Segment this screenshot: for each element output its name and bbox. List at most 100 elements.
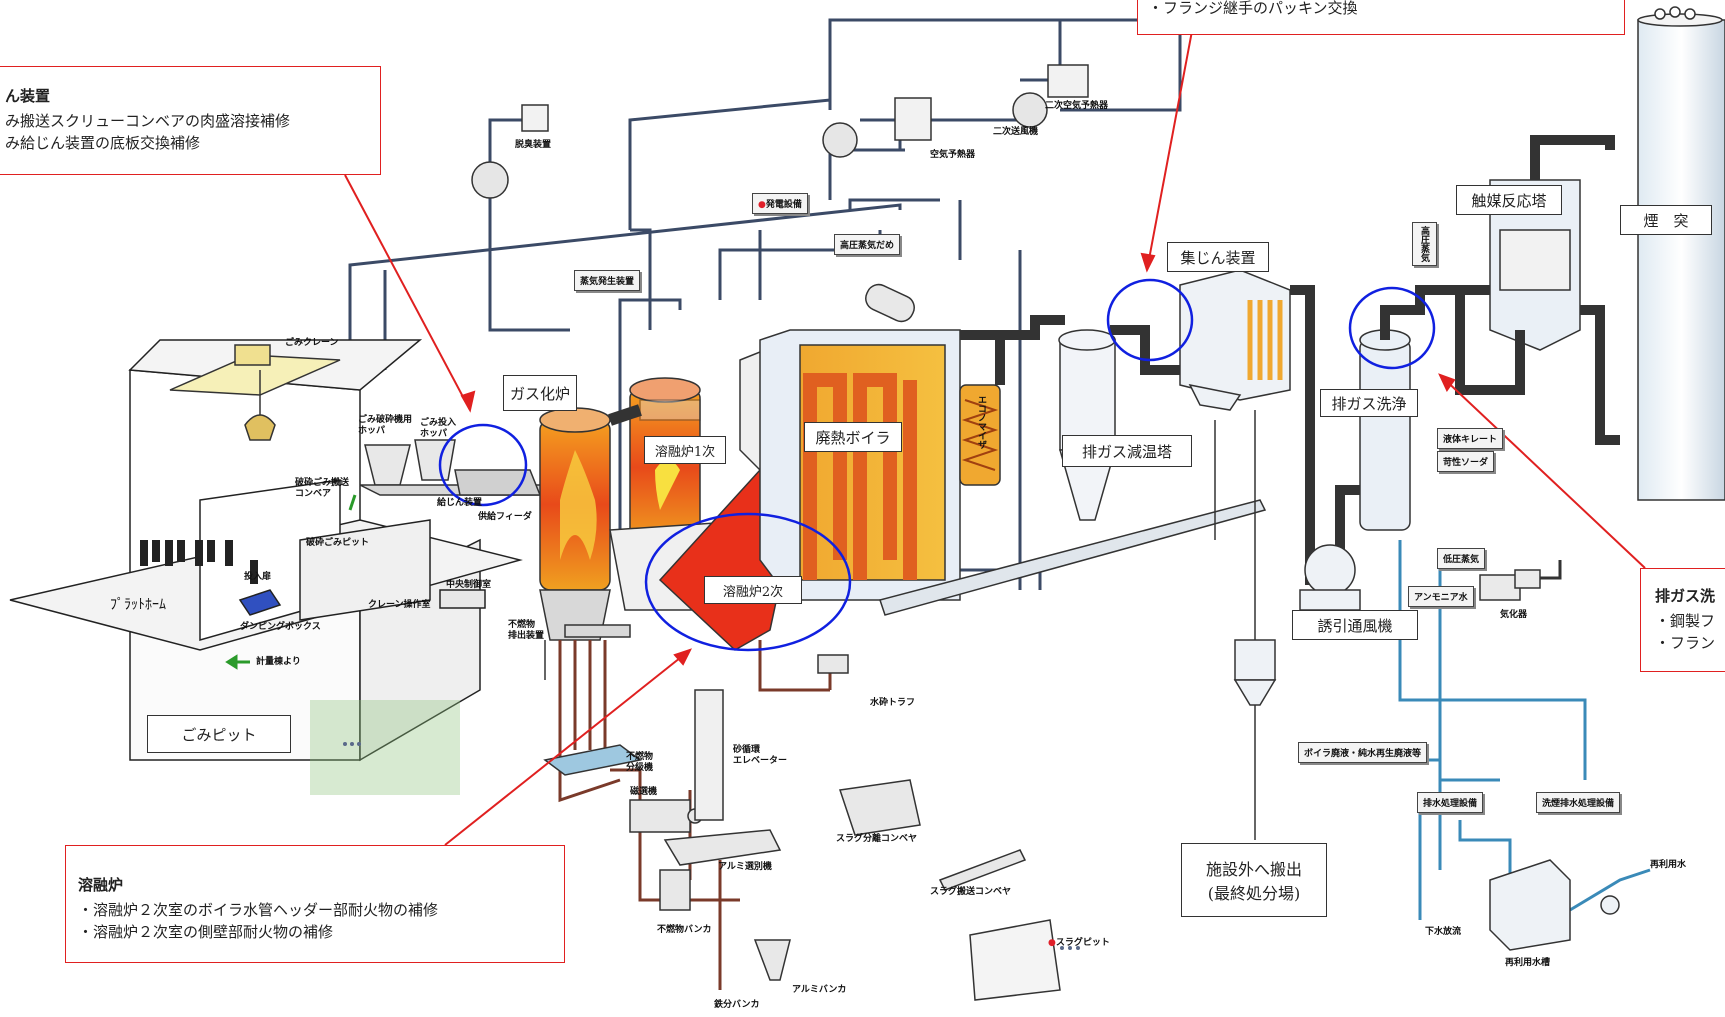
tag-crusher-hopper: ごみ破砕機用 ホッパ xyxy=(358,415,413,436)
tag-alumi-bunker: アルミバンカ xyxy=(792,985,847,995)
tag-sewer: 下水放流 xyxy=(1425,927,1462,937)
incombustible-chutes xyxy=(558,624,631,750)
upper-ducts xyxy=(348,18,1182,590)
tag-liquid-chelate: 液体キレート xyxy=(1437,428,1504,449)
vaporizer xyxy=(1479,560,1562,601)
tag-vaporizer: 気化器 xyxy=(1500,610,1528,620)
label-chimney: 煙 突 xyxy=(1620,205,1712,235)
tag-from-scale: 計量棟より xyxy=(256,657,301,667)
tag-magnetic-separator: 磁選機 xyxy=(630,787,658,797)
callout-melting-line-1: ・溶融炉２次室のボイラ水管ヘッダー部耐火物の補修 xyxy=(78,901,439,919)
reuse-tank xyxy=(1489,859,1620,951)
tag-economizer: エコノマイザ xyxy=(976,395,986,449)
tag-crushed-conveyor: 破砕ごみ搬送 コンベア xyxy=(295,478,350,499)
label-off-site-line1: 施設外へ搬出 xyxy=(1205,860,1302,879)
tag-iron-bunker: 鉄分バンカ xyxy=(714,1000,760,1010)
tag-slag-conveyor: スラグ搬送コンベヤ xyxy=(930,887,1012,897)
hoppers xyxy=(359,439,561,496)
tag-slag-pit: ●スラグピット xyxy=(1048,938,1110,949)
callout-left-top-line-2: み給じん装置の底板交換補修 xyxy=(5,134,201,152)
tag-scrub-wastewater-facility: 洗煙排水処理設備 xyxy=(1536,792,1621,813)
tag-dumping-box: ダンピングボックス xyxy=(240,622,321,632)
callout-left-top-title: ん装置 xyxy=(5,87,51,105)
callout-scrubber-line-2: ・フラン xyxy=(1655,634,1716,652)
label-scrubber: 排ガス洗浄 xyxy=(1320,389,1418,417)
tag-crane: ごみクレーン xyxy=(285,338,339,348)
tag-caustic-soda: 苛性ソーダ xyxy=(1437,451,1495,472)
label-off-site: 施設外へ搬出 (最終処分場) xyxy=(1181,843,1327,917)
tag-air-preheater: 空気予熱器 xyxy=(930,150,976,160)
tag-high-pressure-steam: 高圧蒸気 xyxy=(1412,222,1437,266)
tag-ammonia-water: アンモニア水 xyxy=(1408,586,1474,607)
label-induced-fan: 誘引通風機 xyxy=(1292,610,1418,640)
tag-deodorizer: 脱臭装置 xyxy=(515,140,552,150)
callout-melting-title: 溶融炉 xyxy=(78,876,124,894)
tag-crane-room: クレーン操作室 xyxy=(368,600,431,610)
scrubber xyxy=(1335,285,1460,550)
induced-fan xyxy=(1299,544,1361,611)
label-waste-boiler: 廃熱ボイラ xyxy=(804,422,902,452)
tag-steam-drum: 高圧蒸気だめ xyxy=(834,234,901,255)
callout-leaders xyxy=(344,14,1646,846)
tag-crushed-pit: 破砕ごみピット xyxy=(306,538,370,548)
crane xyxy=(169,344,341,441)
tag-steam-generator: 蒸気発生装置 xyxy=(574,270,641,291)
tag-incombustible-separator: 不燃物 分級機 xyxy=(626,752,654,773)
tag-reuse-water: 再利用水 xyxy=(1650,860,1687,870)
tag-sand-elevator: 砂循環 エレベーター xyxy=(733,745,788,766)
highlight-circles xyxy=(438,278,1436,652)
tag-slag-separator: スラグ分離コンベヤ xyxy=(836,834,918,844)
reception-building xyxy=(9,339,523,795)
tag-secondary-fan: 二次送風機 xyxy=(993,127,1039,137)
label-gasification-furnace: ガス化炉 xyxy=(503,375,577,411)
tag-incombustible-discharge: 不燃物 排出装置 xyxy=(508,620,545,641)
tag-water-trough: 水砕トラフ xyxy=(870,698,916,708)
callout-scrubber: 排ガス洗 ・鋼製フ ・フラン xyxy=(1640,568,1725,672)
chimney xyxy=(1637,6,1725,501)
arrow-icon xyxy=(225,494,357,670)
gasifier xyxy=(539,407,611,680)
callout-melting-line-2: ・溶融炉２次室の側壁部耐火物の補修 xyxy=(78,923,334,941)
slag-equipment xyxy=(543,654,1061,1001)
label-melting-2: 溶融炉2次 xyxy=(704,576,802,604)
tag-reuse-tank: 再利用水槽 xyxy=(1505,958,1551,968)
tag-low-pressure-steam: 低圧蒸気 xyxy=(1437,548,1486,569)
tag-control-room: 中央制御室 xyxy=(446,580,492,590)
connector-duct xyxy=(608,404,642,426)
label-off-site-line2: (最終処分場) xyxy=(1207,884,1301,903)
tag-feeder-device: 給じん装置 xyxy=(437,498,483,508)
tag-boiler-waste: ボイラ廃液・純水再生廃液等 xyxy=(1298,742,1428,763)
callout-scrubber-line-1: ・鋼製フ xyxy=(1655,612,1716,630)
callout-scrubber-title: 排ガス洗 xyxy=(1655,587,1716,605)
label-cooling-tower: 排ガス減温塔 xyxy=(1062,435,1192,467)
red-dot-icon-2: ● xyxy=(1048,938,1056,948)
tag-supply-feeder: 供給フィーダ xyxy=(478,512,532,522)
tag-power-generation-text: 発電設備 xyxy=(765,200,802,210)
cooling-tower xyxy=(1000,315,1180,521)
callout-top-line-1: ・フランジ継手のパッキン交換 xyxy=(1148,0,1358,17)
tag-power-generation: ●発電設備 xyxy=(752,193,808,214)
tag-wastewater-facility: 排水処理設備 xyxy=(1417,792,1484,813)
tag-secondary-preheater: 二次空気予熱器 xyxy=(1045,101,1109,111)
red-dot-icon: ● xyxy=(758,200,766,210)
label-platform: ﾌﾟﾗｯﾄﾎｰﾑ xyxy=(110,597,166,613)
callout-left-top: ん装置 み搬送スクリューコンベアの肉盛溶接補修 み給じん装置の底板交換補修 xyxy=(0,66,381,175)
catalyst-reactor xyxy=(1455,135,1620,445)
label-catalyst-tower: 触媒反応塔 xyxy=(1456,185,1562,215)
tag-slag-pit-text: スラグピット xyxy=(1055,938,1110,948)
callout-melting: 溶融炉 ・溶融炉２次室のボイラ水管ヘッダー部耐火物の補修 ・溶融炉２次室の側壁部… xyxy=(65,845,565,963)
tag-alumi-separator: アルミ選別機 xyxy=(718,862,772,872)
disposal-silo xyxy=(1214,410,1277,840)
melter-1 xyxy=(629,377,701,546)
label-melting-1: 溶融炉1次 xyxy=(644,436,726,464)
callout-left-top-line-1: み搬送スクリューコンベアの肉盛溶接補修 xyxy=(5,112,291,130)
top-equipment xyxy=(471,64,1089,199)
label-dust-collector: 集じん装置 xyxy=(1167,242,1269,272)
tag-incombustible-bunker: 不燃物バンカ xyxy=(657,925,712,935)
label-refuse-pit: ごみピット xyxy=(147,715,291,753)
bottom-conveyor xyxy=(879,499,1267,616)
tag-input-door: 投入扉 xyxy=(244,572,272,582)
tag-input-hopper: ごみ投入 ホッパ xyxy=(420,418,457,439)
waste-boiler xyxy=(759,283,961,601)
